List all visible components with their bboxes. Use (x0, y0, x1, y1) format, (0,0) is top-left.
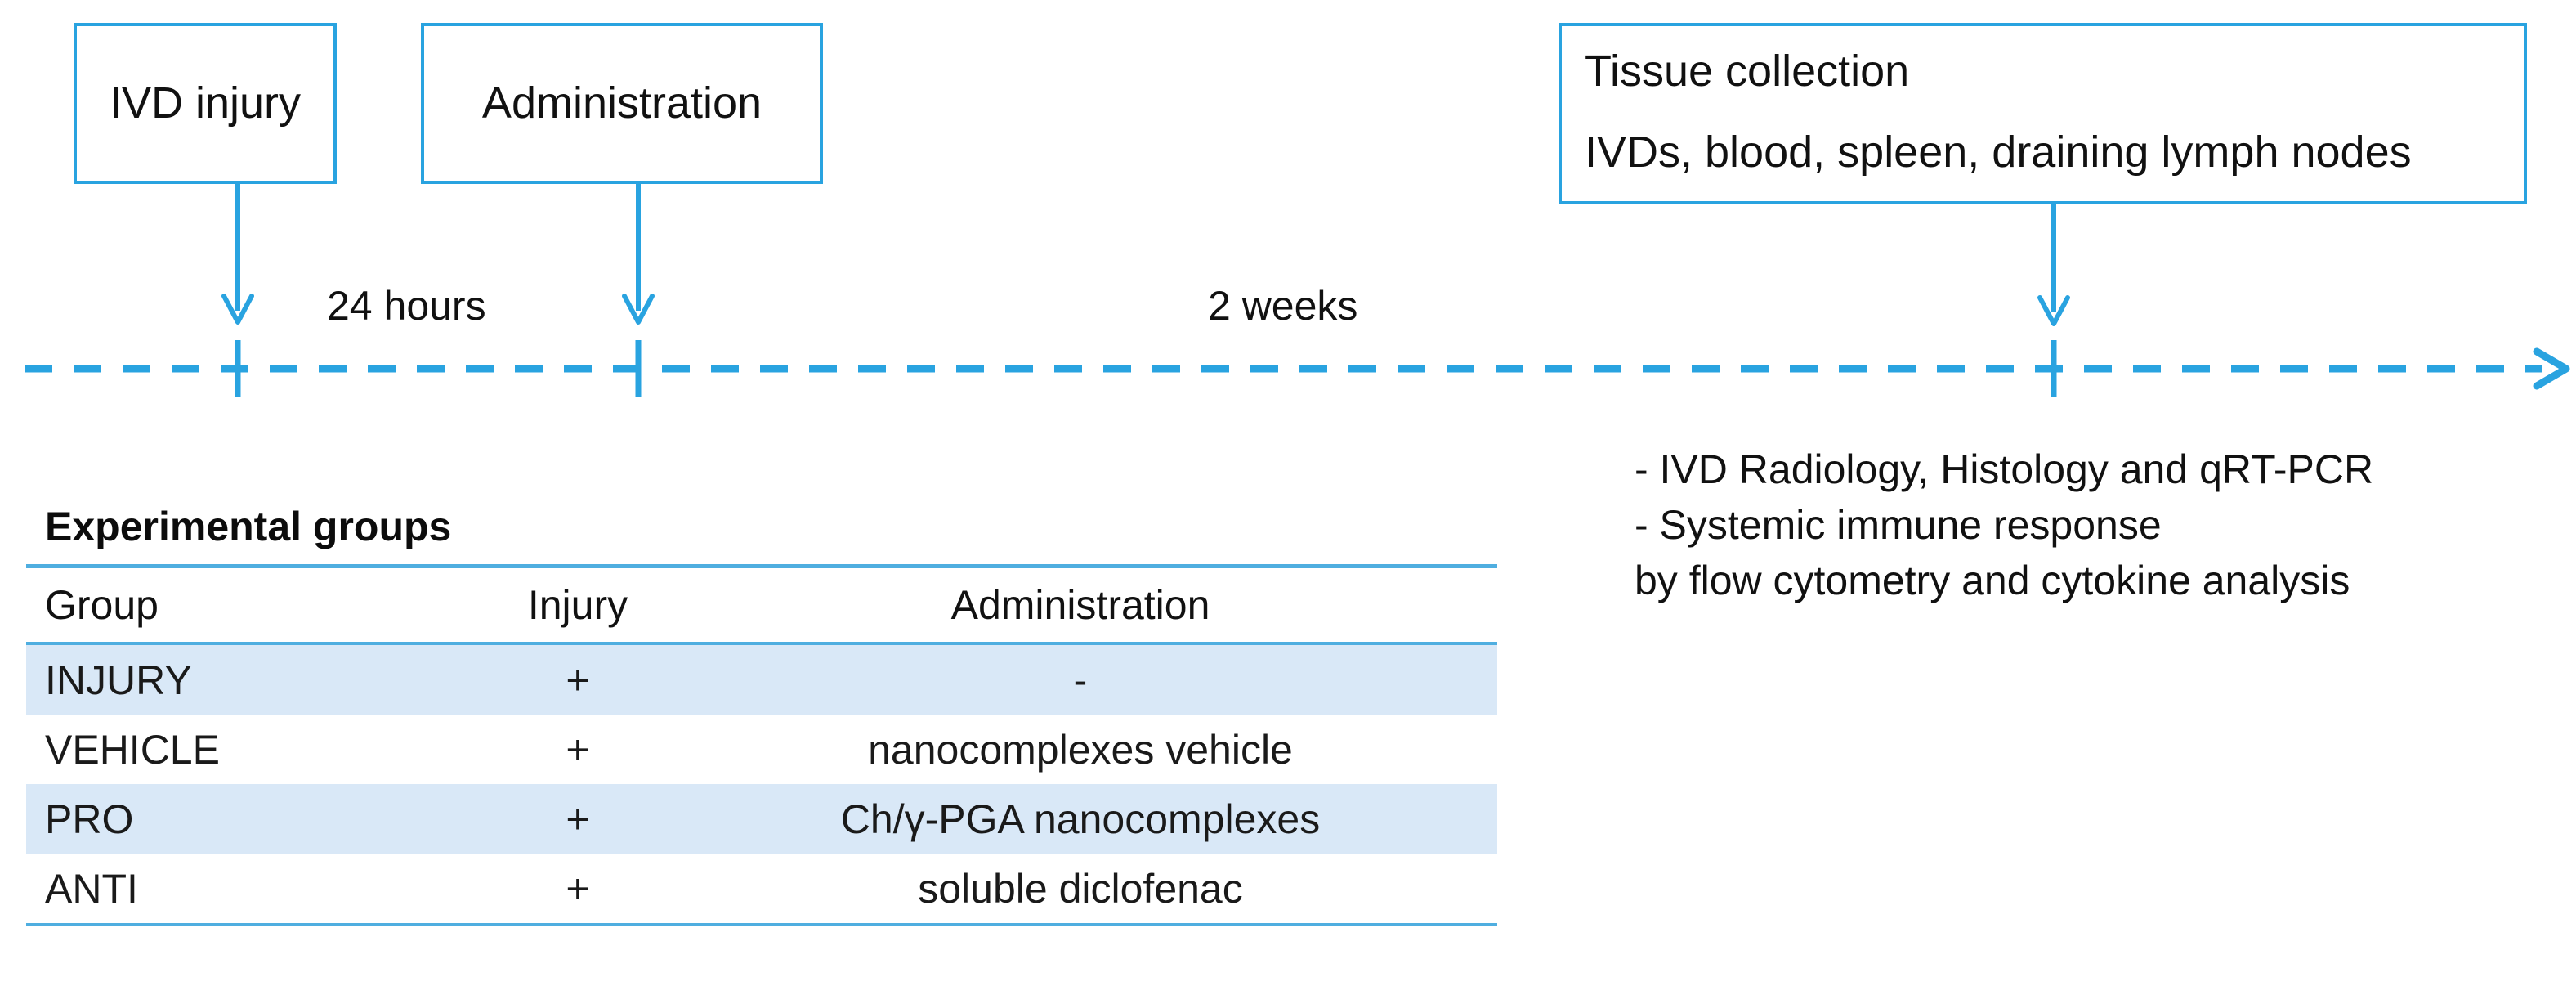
analysis-note: - IVD Radiology, Histology and qRT-PCR -… (1635, 441, 2373, 608)
event-box-ivd-injury: IVD injury (74, 23, 337, 184)
table-cell-administration: Ch/γ-PGA nanocomplexes (840, 796, 1321, 842)
analysis-note-line-1: - IVD Radiology, Histology and qRT-PCR (1635, 446, 2374, 492)
groups-table-bottom-rule (26, 923, 1497, 926)
analysis-note-line-2: - Systemic immune response (1635, 502, 2162, 548)
table-cell-administration: nanocomplexes vehicle (868, 726, 1293, 773)
tissue-collection-detail: IVDs, blood, spleen, draining lymph node… (1585, 128, 2412, 177)
drop-arrow-administration (622, 182, 655, 325)
table-cell-group: INJURY (45, 657, 192, 703)
table-cell-group: ANTI (45, 865, 138, 912)
event-box-tissue-collection: Tissue collection IVDs, blood, spleen, d… (1559, 23, 2527, 204)
table-cell-group: PRO (45, 796, 134, 842)
table-cell-administration: - (1073, 657, 1088, 703)
table-row: ANTI + soluble diclofenac (26, 854, 1497, 923)
table-cell-injury: + (566, 726, 590, 773)
groups-table-header-administration: Administration (950, 582, 1210, 628)
analysis-note-line-3: by flow cytometry and cytokine analysis (1635, 558, 2350, 603)
tissue-collection-title: Tissue collection (1585, 47, 1910, 96)
timeline-arrowhead-icon (2533, 347, 2570, 390)
interval-label-2-weeks: 2 weeks (1208, 283, 1358, 329)
groups-table-top-rule (26, 564, 1497, 568)
event-box-administration-label: Administration (481, 78, 763, 128)
groups-table-title: Experimental groups (45, 504, 452, 549)
groups-table-header-group: Group (45, 582, 159, 628)
table-cell-injury: + (566, 796, 590, 842)
table-cell-injury: + (566, 657, 590, 703)
groups-table-header-injury: Injury (527, 582, 628, 628)
groups-table-header-row: Group Injury Administration (26, 568, 1497, 642)
table-cell-administration: soluble diclofenac (918, 865, 1243, 912)
drop-arrow-ivd-injury (221, 182, 254, 325)
table-row: VEHICLE + nanocomplexes vehicle (26, 715, 1497, 784)
event-box-administration: Administration (421, 23, 823, 184)
groups-table-header-rule (26, 642, 1497, 645)
table-cell-group: VEHICLE (45, 726, 220, 773)
interval-label-24-hours: 24 hours (327, 283, 486, 329)
table-row: INJURY + - (26, 645, 1497, 715)
timeline-axis (25, 340, 2570, 397)
event-box-ivd-injury-label: IVD injury (109, 78, 302, 128)
table-row: PRO + Ch/γ-PGA nanocomplexes (26, 784, 1497, 854)
table-cell-injury: + (566, 865, 590, 912)
groups-table: Group Injury Administration INJURY + - V… (26, 564, 1497, 926)
drop-arrow-tissue-collection (2037, 201, 2070, 326)
